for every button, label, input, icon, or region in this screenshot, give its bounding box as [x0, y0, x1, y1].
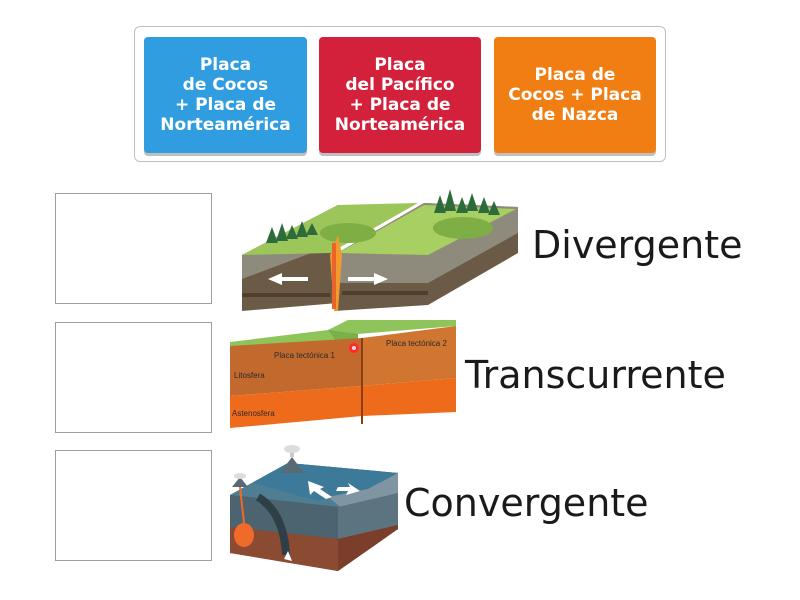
plate2-caption: Placa tectónica 2	[386, 339, 447, 348]
astenosfera-caption: Astenosfera	[232, 409, 275, 418]
transform-boundary-image: Placa tectónica 1 Placa tectónica 2 Lito…	[228, 316, 460, 436]
tile-cocos-norteamerica[interactable]: Placa de Cocos + Placa de Norteamérica	[144, 37, 307, 153]
drop-box-transcurrente[interactable]	[55, 322, 212, 433]
tile-pacifico-norteamerica[interactable]: Placa del Pacífico + Placa de Norteaméri…	[319, 37, 481, 153]
tile-cocos-nazca[interactable]: Placa de Cocos + Placa de Nazca	[494, 37, 656, 153]
label-transcurrente: Transcurrente	[465, 353, 726, 397]
divergent-boundary-image	[238, 183, 520, 313]
litosfera-caption: Litosfera	[234, 371, 265, 380]
label-convergente: Convergente	[404, 481, 649, 525]
convergent-boundary-image	[228, 443, 400, 573]
drop-box-divergente[interactable]	[55, 193, 212, 304]
answer-tiles-tray: Placa de Cocos + Placa de Norteamérica P…	[134, 26, 666, 162]
label-divergente: Divergente	[532, 223, 743, 267]
plate1-caption: Placa tectónica 1	[274, 351, 335, 360]
drop-box-convergente[interactable]	[55, 450, 212, 561]
